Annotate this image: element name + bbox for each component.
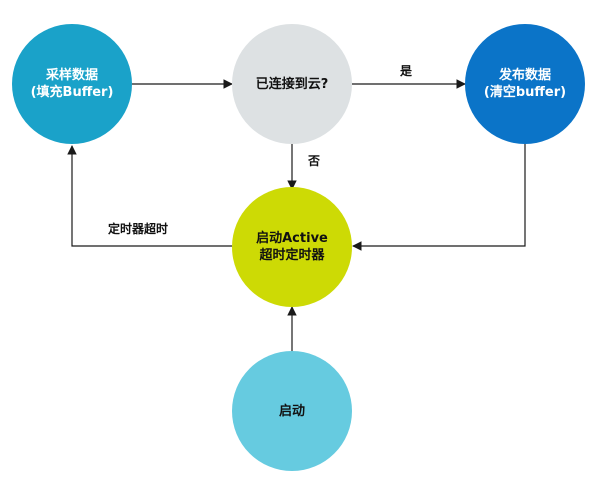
node-publish-data-line1: 发布数据: [498, 68, 551, 83]
node-sample-data-line2: (填充Buffer): [30, 85, 114, 100]
node-sample-data-line1: 采样数据: [45, 68, 98, 83]
edge-timer-to-sample: [67, 145, 232, 247]
node-start-line1: 启动: [278, 403, 305, 419]
edge-label-no: 否: [308, 154, 321, 168]
edge-publish-to-timer: [352, 144, 526, 251]
edge-label-yes: 是: [400, 64, 413, 78]
node-start-timer-line1: 启动Active: [256, 231, 328, 246]
node-start-timer: 启动Active 超时定时器: [232, 187, 352, 307]
node-publish-data-line2: (清空buffer): [483, 85, 567, 100]
node-connected-to-cloud-line1: 已连接到云?: [255, 76, 329, 92]
node-start-timer-line2: 超时定时器: [259, 248, 325, 263]
node-start: 启动: [232, 351, 352, 471]
edge-label-timeout: 定时器超时: [108, 222, 169, 236]
node-sample-data: 采样数据 (填充Buffer): [12, 24, 132, 144]
node-connected-to-cloud: 已连接到云?: [232, 24, 352, 144]
node-publish-data: 发布数据 (清空buffer): [465, 24, 585, 144]
